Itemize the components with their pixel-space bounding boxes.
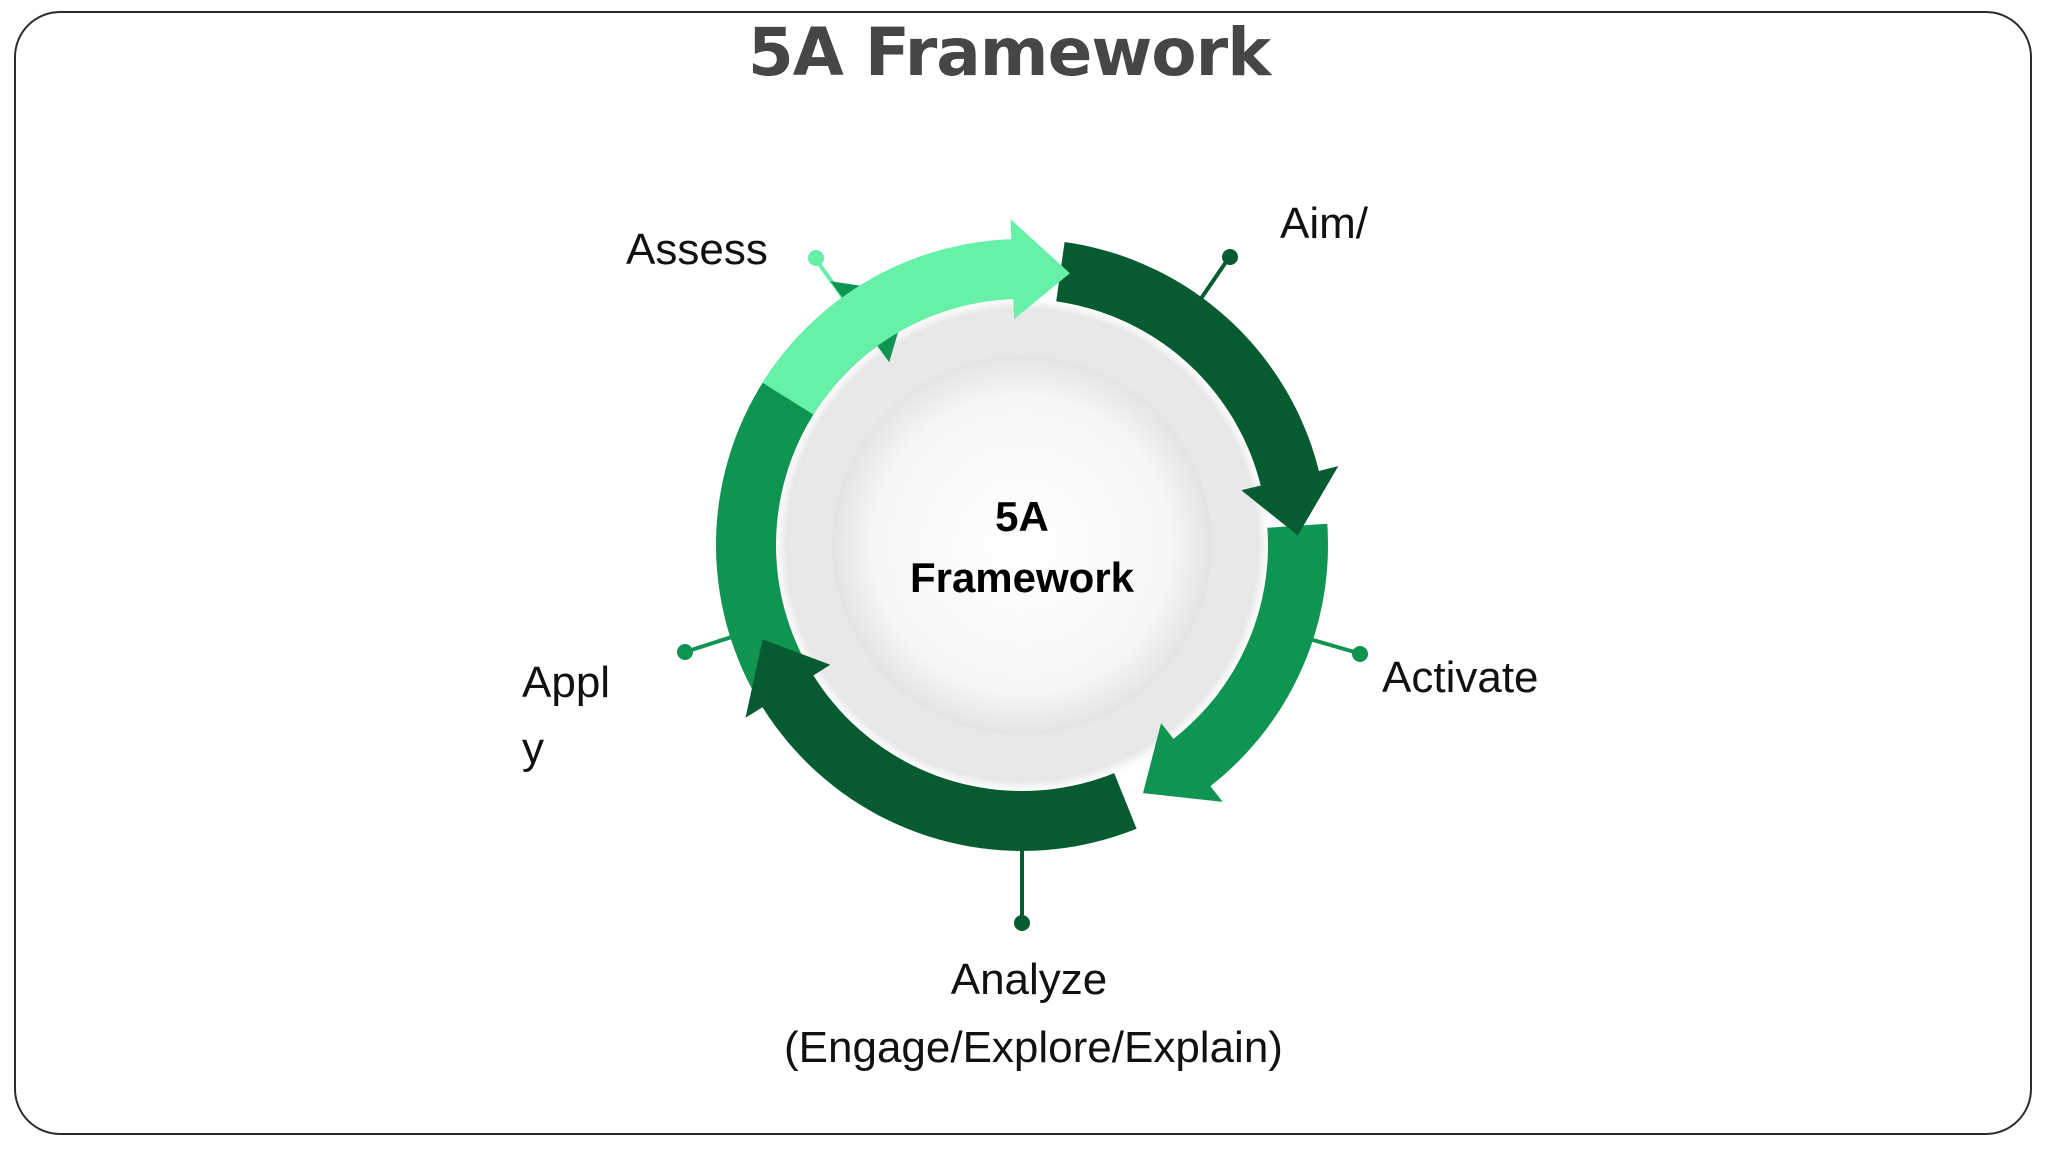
center-label: 5A Framework (822, 486, 1222, 608)
arrow-segments (716, 219, 1339, 851)
stage-label-aim: Aim/ (1280, 199, 1368, 248)
connector-aim (1196, 249, 1238, 305)
connector-activate (1305, 636, 1368, 662)
page-title: 5A Framework (747, 14, 1271, 91)
center-label-line1: 5A (995, 493, 1049, 540)
stage-label-analyze: Analyze (Engage/Explore/Explain) (784, 946, 1283, 1082)
arrow-segment-assess (762, 219, 1070, 415)
stage-label-analyze-line1: Analyze (950, 955, 1108, 1004)
stage-label-analyze-line2: (Engage/Explore/Explain) (784, 1023, 1283, 1072)
arrow-segment-aim (1056, 242, 1339, 536)
arrow-segment-activate (1143, 523, 1328, 802)
center-disc (832, 355, 1212, 735)
stage-label-assess: Assess (626, 225, 768, 274)
stage-label-apply: Appl y (522, 650, 610, 782)
connector-analyze (1014, 842, 1030, 931)
stage-label-apply-line2: y (522, 724, 544, 773)
center-label-line2: Framework (909, 554, 1135, 601)
arrow-segment-apply (716, 281, 910, 698)
connector-apply (677, 633, 739, 660)
stage-label-apply-line1: Appl (522, 658, 611, 707)
arrow-segment-analyze (745, 639, 1137, 851)
stage-label-activate: Activate (1382, 653, 1539, 702)
